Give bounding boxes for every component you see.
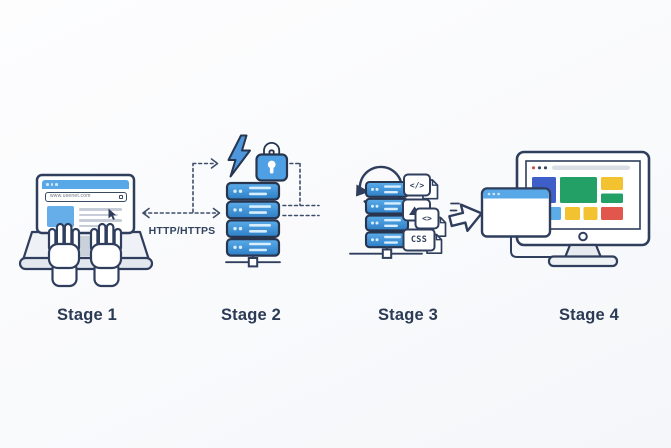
arrowhead-left: [142, 207, 150, 219]
server-unit-details: [233, 186, 271, 252]
block-arrow-icon: [448, 202, 483, 233]
script-file-label: <>: [422, 213, 432, 223]
laptop-base: [18, 256, 154, 271]
lock-icon: [255, 142, 289, 182]
stage-4-label: Stage 4: [558, 306, 620, 324]
server-icon-stage2: [225, 181, 281, 268]
monitor-url-pill: [552, 165, 630, 170]
code-file-icon: [403, 173, 431, 197]
browser-popup-icon: [480, 187, 552, 238]
popup-titlebar: [483, 189, 549, 199]
grid-block-yellow-2: [583, 207, 598, 220]
popup-frame: [480, 187, 552, 238]
stage-2-label: Stage 2: [220, 306, 282, 324]
page-image-placeholder: [47, 206, 74, 227]
laptop-icon: [18, 173, 154, 271]
dashed-response-lines: [282, 204, 320, 217]
url-bar-icon: [119, 195, 123, 199]
network-node-icon: [225, 254, 281, 268]
laptop-browser-titlebar: [42, 180, 129, 189]
lock-shackle: [263, 142, 281, 156]
cursor-icon: [108, 208, 117, 220]
grid-block-red: [601, 207, 623, 220]
monitor-base: [547, 255, 619, 268]
monitor-browser-chrome: [531, 165, 630, 170]
stage-1-label: Stage 1: [56, 306, 118, 324]
css-file-label: CSS: [410, 234, 428, 245]
laptop-url-bar[interactable]: www.usenet.com: [45, 192, 127, 202]
page-text-line: [79, 219, 122, 222]
grid-block-yellow-1: [565, 207, 580, 220]
window-dot-icon: [55, 183, 58, 186]
dashed-from-lock: [289, 162, 301, 206]
lock-keyhole: [267, 160, 276, 169]
laptop-keypad: [52, 236, 120, 256]
page-text-line: [79, 213, 118, 217]
refresh-arrowhead: [356, 184, 370, 197]
grid-block-green-right: [601, 193, 623, 203]
protocol-label: HTTP/HTTPS: [148, 225, 216, 237]
server-icon-stage3: [349, 180, 423, 259]
page-text-line: [79, 208, 122, 211]
code-file-label: </>: [409, 180, 425, 190]
server-unit-details: [371, 185, 401, 244]
grid-block-green-large: [560, 177, 597, 203]
laptop-url-text: www.usenet.com: [50, 193, 91, 199]
arrowhead-lightning: [210, 158, 219, 169]
dashed-connectors: [142, 158, 320, 219]
page-text-line: [79, 224, 108, 228]
grid-block-yellow-top: [601, 177, 623, 190]
stage-3-label: Stage 3: [377, 306, 439, 324]
css-file-icon: [402, 228, 436, 252]
window-dot-icon: [46, 183, 49, 186]
lightning-icon: [227, 134, 251, 178]
window-dot-icon: [50, 183, 54, 186]
arrowhead-right: [212, 207, 221, 219]
lock-keyhole-stem: [269, 166, 274, 174]
popup-titlebar-dots: [487, 192, 500, 196]
popup-wire: [510, 236, 552, 258]
monitor-button: [578, 231, 588, 242]
file-icons: [402, 173, 447, 255]
network-node-icon: [349, 246, 423, 259]
